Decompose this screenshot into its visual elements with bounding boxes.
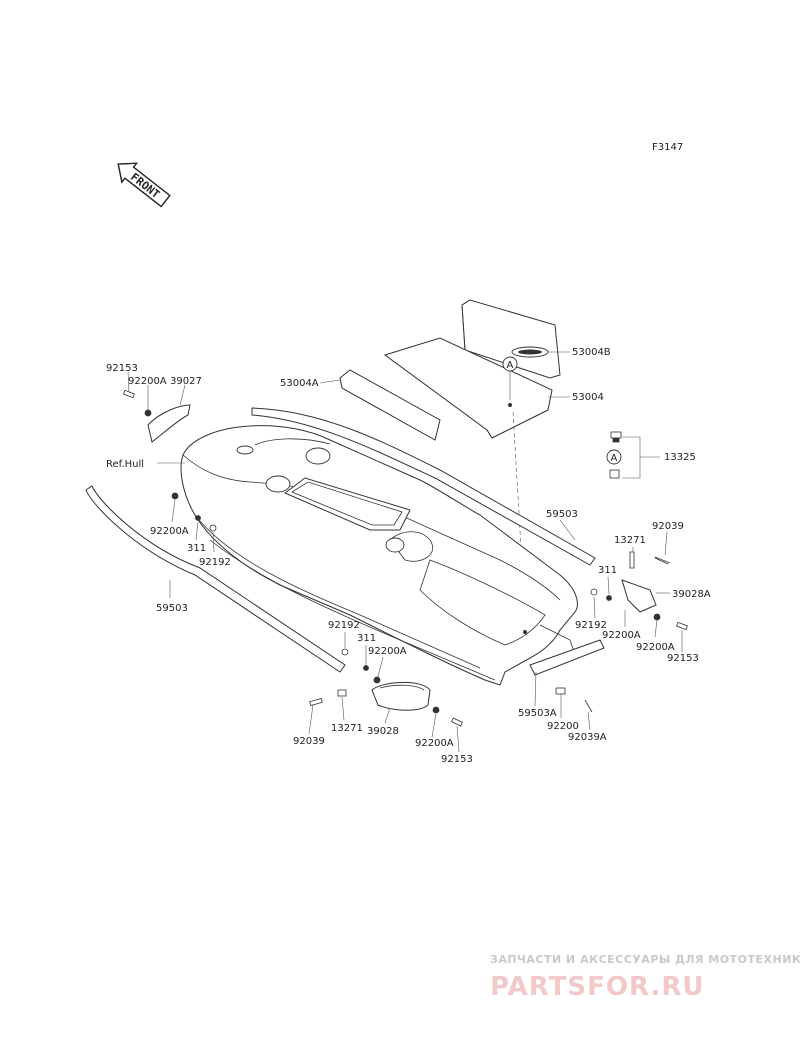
part-label: 92153	[106, 363, 138, 374]
part-label: 13325	[664, 452, 696, 463]
part-label: 92200A	[602, 630, 641, 641]
part-label: 13271	[614, 535, 646, 546]
watermark-logo: PARTSFOR.RU	[490, 972, 704, 1002]
part-label: 59503	[156, 603, 188, 614]
watermark-caption: ЗАПЧАСТИ И АКСЕССУАРЫ ДЛЯ МОТОТЕХНИКИ	[490, 953, 800, 966]
part-label: 92200A	[636, 642, 675, 653]
front-label: FRONT	[128, 170, 162, 201]
part-label: 53004B	[572, 347, 611, 358]
part-label: 311	[357, 633, 376, 644]
part-label: 59503A	[518, 708, 557, 719]
part-label: 92192	[199, 557, 231, 568]
bracket-39028	[371, 681, 431, 711]
part-label: 92200A	[415, 738, 454, 749]
part-label: 92200A	[128, 376, 167, 387]
part-label: 92200A	[368, 646, 407, 657]
part-label: 92192	[575, 620, 607, 631]
gunwale-strip-upper-59503	[251, 407, 596, 566]
part-label: 53004A	[280, 378, 319, 389]
callout-letter: A	[507, 360, 514, 371]
hull	[180, 425, 578, 686]
part-label: 92039	[652, 521, 684, 532]
part-label: 39028A	[672, 589, 711, 600]
part-label: 92039A	[568, 732, 607, 743]
part-label: 39028	[367, 726, 399, 737]
leader-lines	[127, 351, 683, 753]
front-arrow-icon: FRONT	[117, 162, 171, 208]
part-label: 39027	[170, 376, 202, 387]
hardware-markers	[171, 492, 688, 727]
part-label: 92153	[667, 653, 699, 664]
strip-59503a	[529, 639, 605, 676]
part-label: 92153	[441, 754, 473, 765]
seat-pad-53004	[383, 337, 553, 439]
part-label: 311	[187, 543, 206, 554]
part-label: 92200A	[150, 526, 189, 537]
part-label: 53004	[572, 392, 604, 403]
part-label: 311	[598, 565, 617, 576]
ref-hull-label: Ref.Hull	[106, 459, 144, 470]
callout-letter-2: A	[611, 453, 618, 464]
gunwale-strip-lower-59503	[85, 485, 346, 673]
part-label: 59503	[546, 509, 578, 520]
bracket-39027	[123, 389, 191, 443]
fastener-13325: A	[606, 431, 660, 479]
part-labels: 92153 92200A 39027 53004A 53004B 53004 1…	[106, 347, 711, 765]
part-label: 92039	[293, 736, 325, 747]
part-label: 92200	[547, 721, 579, 732]
part-label: 13271	[331, 723, 363, 734]
pad-53004a	[339, 369, 441, 441]
part-label: 92192	[328, 620, 360, 631]
figure-code: F3147	[652, 142, 683, 153]
bracket-39028a	[621, 551, 669, 613]
